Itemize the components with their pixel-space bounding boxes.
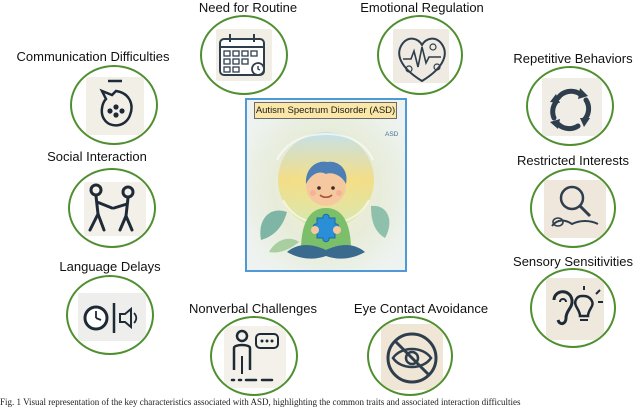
label-nonverbal: Nonverbal Challenges: [189, 301, 317, 316]
node-emotional: [377, 15, 463, 95]
calendar-icon: [219, 34, 265, 76]
label-communication: Communication Difficulties: [16, 49, 170, 64]
clock-speaker-icon: [83, 303, 138, 333]
speech-dots-icon: [99, 79, 133, 127]
two-people-icon: [88, 183, 135, 232]
label-social: Social Interaction: [47, 149, 147, 164]
node-routine: [200, 15, 288, 95]
node-social: [68, 168, 156, 248]
asd-tag: ASD: [385, 131, 399, 138]
person-speech-icon: [230, 329, 279, 382]
figure-caption: Fig. 1 Visual representation of the key …: [0, 397, 521, 407]
cycle-arrows-icon: [550, 88, 592, 132]
child-with-puzzle-illustration: ASD: [247, 100, 405, 270]
label-language: Language Delays: [59, 259, 161, 274]
label-restricted: Restricted Interests: [517, 153, 629, 168]
label-emotional: Emotional Regulation: [360, 0, 484, 15]
node-repetitive: [526, 66, 614, 146]
label-sensory: Sensory Sensitivities: [513, 254, 633, 269]
node-sensory: [530, 268, 616, 348]
node-eyecontact: [367, 316, 453, 396]
label-eyecontact: Eye Contact Avoidance: [353, 301, 489, 316]
node-nonverbal: [210, 316, 298, 396]
label-routine: Need for Routine: [198, 0, 298, 15]
center-title: Autism Spectrum Disorder (ASD): [254, 102, 397, 119]
ear-bulb-icon: [552, 286, 603, 326]
node-language: [66, 275, 154, 355]
magnifier-icon: [551, 185, 599, 227]
label-repetitive: Repetitive Behaviors: [513, 51, 633, 66]
node-restricted: [530, 168, 616, 248]
heart-pulse-icon: [398, 37, 446, 83]
node-communication: [70, 65, 158, 145]
center-illustration: ASD: [245, 98, 407, 272]
crossed-eye-icon: [386, 332, 438, 384]
